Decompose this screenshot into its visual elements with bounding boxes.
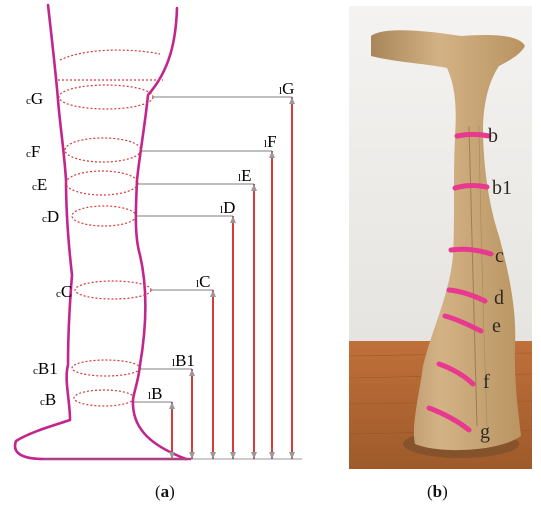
label-cF: cF [26,142,40,161]
label-cB: cB [40,390,56,409]
mark-b: b [488,125,498,147]
leg-diagram-svg: cG cF cE cD cC cB1 cB lG lF lE lD lC lB1… [0,0,330,470]
height-bar-G [289,97,295,459]
caption-b: (b) [427,482,448,502]
band-b1 [455,186,487,188]
mark-c: c [495,245,504,267]
mark-g: g [480,421,490,443]
mark-d: d [494,287,504,309]
height-bar-F [269,151,275,459]
caption-a: (a) [155,482,175,502]
label-cD: cD [42,207,59,226]
height-bar-B1 [189,369,195,459]
circumference-E [66,171,138,195]
label-lB1: lB1 [172,351,195,370]
mark-e: e [492,315,501,337]
circumference-F [65,138,141,162]
circumference-G [59,85,153,109]
height-bar-B [169,402,175,459]
height-bar-D [230,216,236,459]
thigh-top-curve [60,50,160,60]
mark-f: f [483,371,490,393]
label-lG: lG [279,79,294,98]
circumference-B1 [72,360,140,376]
label-cC: cC [56,282,72,301]
label-lE: lE [238,166,251,185]
circumference-D [72,206,136,226]
circumference-B [74,390,134,406]
height-bar-C [210,290,216,459]
stocking-photo-svg: b b1 c d e f g [349,6,532,469]
height-bar-E [251,184,257,459]
circumference-C [75,281,151,299]
stocking-photo: b b1 c d e f g [349,6,532,469]
label-lB: lB [148,384,162,403]
label-cE: cE [32,175,47,194]
leg-measurement-diagram: cG cF cE cD cC cB1 cB lG lF lE lD lC lB1… [0,0,330,470]
label-lD: lD [220,198,235,217]
label-lC: lC [196,272,210,291]
label-cB1: cB1 [33,359,58,378]
label-lF: lF [264,132,277,151]
mark-b1: b1 [492,177,512,199]
band-b [457,135,489,137]
label-cG: cG [26,89,43,108]
